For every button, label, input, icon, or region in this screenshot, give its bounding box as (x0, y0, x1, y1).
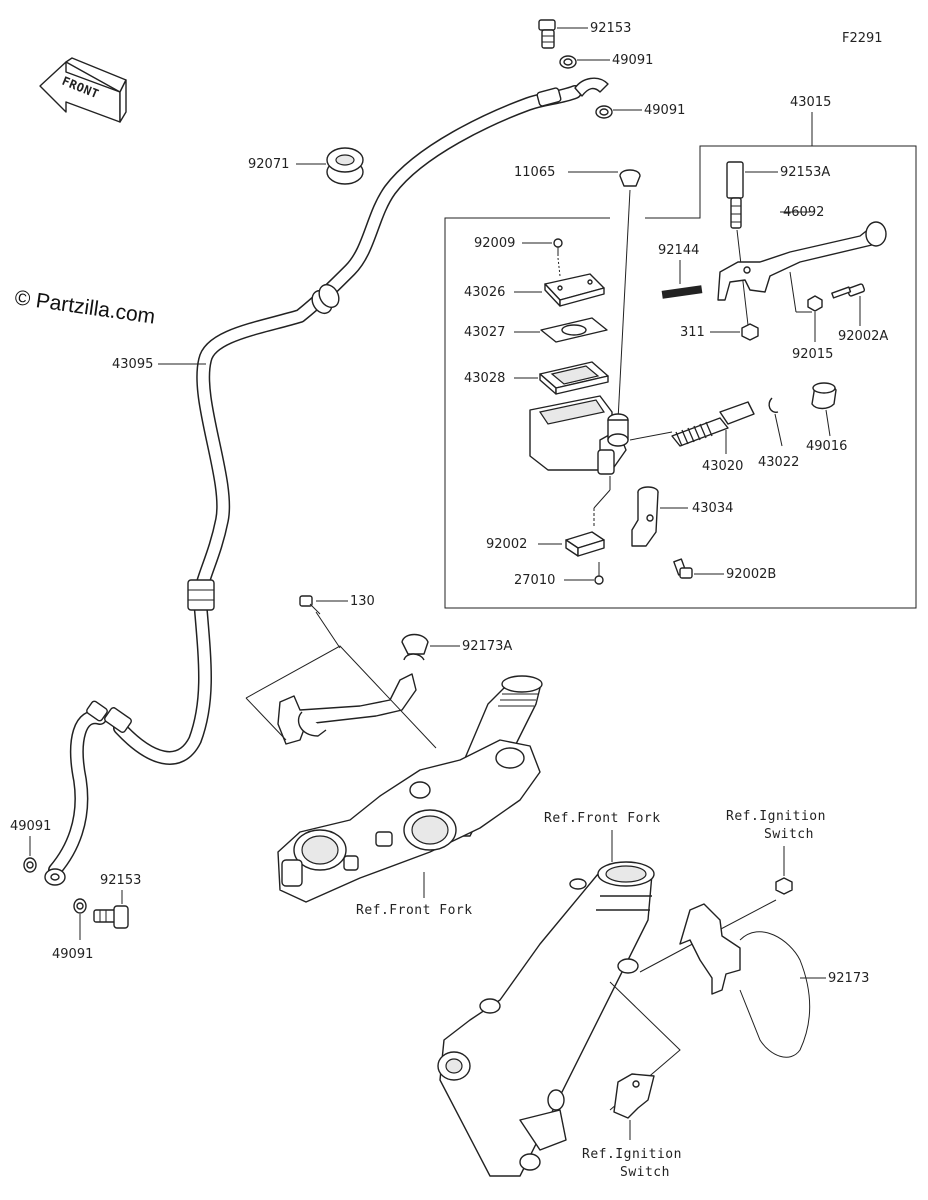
cover-43026 (544, 273, 605, 307)
grommet-92071 (326, 147, 364, 185)
label-92153-top: 92153 (590, 21, 631, 36)
bolt-92002A (831, 283, 866, 299)
label-43015: 43015 (790, 95, 831, 110)
hose-bracket (277, 673, 417, 745)
label-ref-front-fork-1: Ref.Front Fork (356, 903, 473, 918)
label-11065: 11065 (514, 165, 555, 180)
label-92002: 92002 (486, 537, 527, 552)
assembly-box-43015 (645, 112, 813, 219)
banjo-bolt-92153-bottom (93, 905, 129, 929)
label-92009: 92009 (474, 236, 515, 251)
label-ref-ignition-1-l2: Switch (764, 827, 814, 842)
bolt-92153A (726, 161, 744, 229)
label-ref-ignition-2-l1: Ref.Ignition (582, 1147, 682, 1162)
label-92002A: 92002A (838, 329, 888, 344)
label-92173A: 92173A (462, 639, 512, 654)
label-130: 130 (350, 594, 375, 609)
lower-triple-clamp (277, 739, 541, 903)
label-27010: 27010 (514, 573, 555, 588)
circlip-43022 (768, 397, 779, 413)
label-43022: 43022 (758, 455, 799, 470)
label-43034: 43034 (692, 501, 733, 516)
label-43026: 43026 (464, 285, 505, 300)
screw-27010 (594, 562, 604, 585)
front-fork-tube (437, 861, 655, 1177)
label-49091-c: 49091 (10, 819, 51, 834)
ignition-bracket-lower (613, 1073, 655, 1119)
cap-11065 (619, 169, 641, 187)
diaphragm-43028 (539, 361, 609, 395)
label-311: 311 (680, 325, 705, 340)
label-92173: 92173 (828, 971, 869, 986)
nut-311 (741, 323, 759, 341)
switch-92002 (565, 531, 605, 557)
label-43028: 43028 (464, 371, 505, 386)
label-46092: 46092 (783, 205, 824, 220)
label-92153-bottom: 92153 (100, 873, 141, 888)
label-92144: 92144 (658, 243, 699, 258)
label-49091-a: 49091 (612, 53, 653, 68)
holder-43034 (631, 486, 659, 547)
bolt-130 (299, 595, 321, 615)
label-49091-d: 49091 (52, 947, 93, 962)
label-49016: 49016 (806, 439, 847, 454)
clamp-92173A (401, 633, 429, 661)
label-ref-ignition-2-l2: Switch (620, 1165, 670, 1180)
label-43027: 43027 (464, 325, 505, 340)
label-92015: 92015 (792, 347, 833, 362)
spring-92144 (661, 285, 703, 299)
label-43095: 43095 (112, 357, 153, 372)
label-ref-front-fork-2: Ref.Front Fork (544, 811, 661, 826)
bracket-92173 (679, 903, 811, 1058)
piston-43020 (671, 401, 755, 447)
lever-46092 (717, 221, 887, 301)
watermark: © Partzilla.com (13, 286, 156, 328)
plate-43027 (540, 317, 608, 343)
label-92002B: 92002B (726, 567, 776, 582)
label-49091-b: 49091 (644, 103, 685, 118)
hose-43095 (44, 77, 609, 886)
bolt-92002B (673, 558, 693, 579)
figure-code: F2291 (842, 31, 883, 46)
master-cylinder-body (529, 395, 629, 475)
label-92153A: 92153A (780, 165, 830, 180)
label-ref-ignition-1-l1: Ref.Ignition (726, 809, 826, 824)
ignition-nut (775, 877, 793, 895)
boot-49016 (811, 382, 837, 410)
nut-92015 (807, 295, 823, 312)
front-arrow-icon: FRONT (39, 57, 127, 123)
label-92071: 92071 (248, 157, 289, 172)
screw-92009 (553, 238, 563, 256)
label-43020: 43020 (702, 459, 743, 474)
banjo-bolt-92153-top (538, 19, 556, 49)
